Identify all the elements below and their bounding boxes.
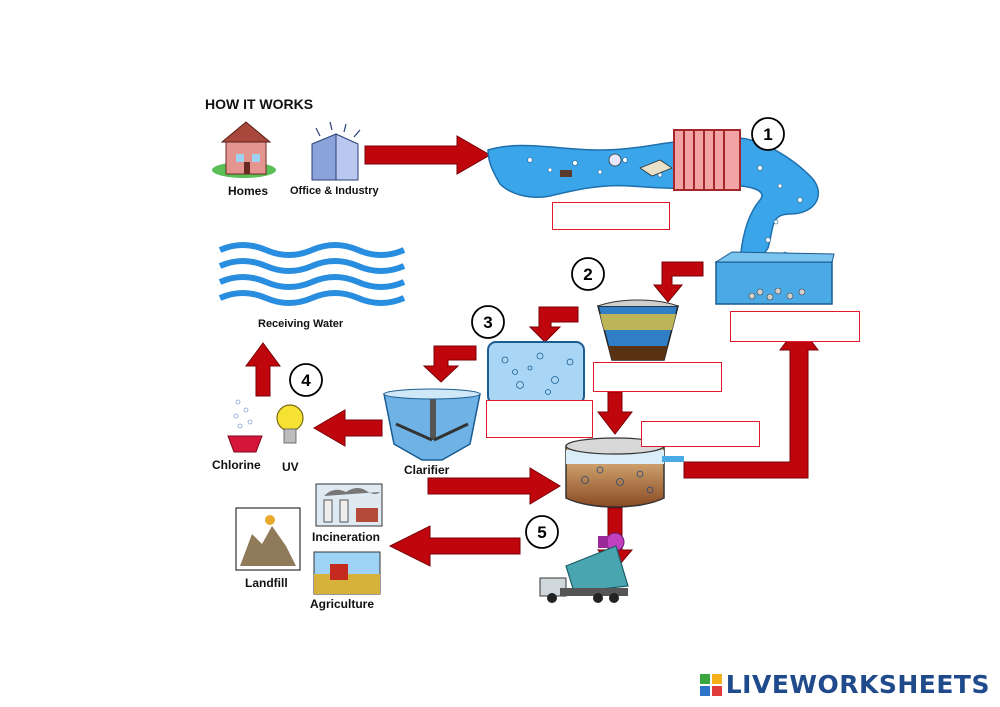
bar-screen-icon [673,129,741,191]
arrow-to-disposal [388,525,521,567]
answer-box-grit-chamber[interactable] [730,311,860,342]
primary-settling-tank-icon [597,299,679,361]
agriculture-icon [313,551,381,595]
clarifier-icon [383,388,481,461]
aeration-tank-icon [487,341,585,405]
arrow-return-to-grit [683,324,820,479]
step-markers [289,117,785,549]
step-2-number: 2 [583,265,592,284]
brand-text: LIVEWORKSHEETS [725,670,990,699]
arrow-primary-to-aeration [528,306,579,343]
office-industry-label: Office & Industry [290,185,379,197]
step-3-marker [471,305,505,339]
chlorine-label: Chlorine [212,458,261,472]
landfill-label: Landfill [245,576,288,590]
arrow-clarifier-to-disinfection [313,409,383,447]
arrow-primary-to-sludge [596,391,634,435]
grit-chamber-icon [714,251,835,305]
landfill-icon [235,507,301,571]
liveworksheets-logo: LIVEWORKSHEETS [699,670,990,699]
answer-box-bar-screen[interactable] [552,202,670,230]
arrow-aeration-to-clarifier [422,345,477,383]
sewer-stream [487,137,820,263]
sludge-tank-icon [565,437,684,508]
step-1-number: 1 [763,125,772,144]
agriculture-label: Agriculture [310,597,375,611]
arrow-clarifier-to-sludge [427,467,561,505]
receiving-water-label: Receiving Water [258,318,344,330]
answer-box-primary-tank[interactable] [593,362,722,392]
uv-label: UV [282,460,299,474]
answer-box-sludge-tank[interactable] [641,421,760,447]
arrow-to-primary [652,261,704,303]
chlorine-icon [227,399,263,453]
homes-label: Homes [228,184,269,198]
receiving-water-icon [218,242,406,306]
arrow-up-to-receiving-water [245,342,281,397]
logo-blocks-icon [699,673,722,696]
clarifier-label: Clarifier [404,463,450,477]
answer-box-aeration-tank[interactable] [486,400,593,438]
office-industry-icon [311,121,361,181]
step-4-number: 4 [301,371,311,390]
step-3-number: 3 [483,313,492,332]
step-2-marker [571,257,605,291]
step-5-number: 5 [537,523,546,542]
arrow-sources-to-stream [364,135,492,175]
step-4-marker [289,363,323,397]
incineration-label: Incineration [312,530,381,544]
pump-icon [598,532,625,552]
step-5-marker [525,515,559,549]
homes-icon [212,121,276,178]
dump-truck-icon [539,545,629,603]
page-heading: HOW IT WORKS [205,96,314,112]
uv-bulb-icon [276,404,304,444]
step-1-marker [751,117,785,151]
incineration-icon [315,483,383,527]
